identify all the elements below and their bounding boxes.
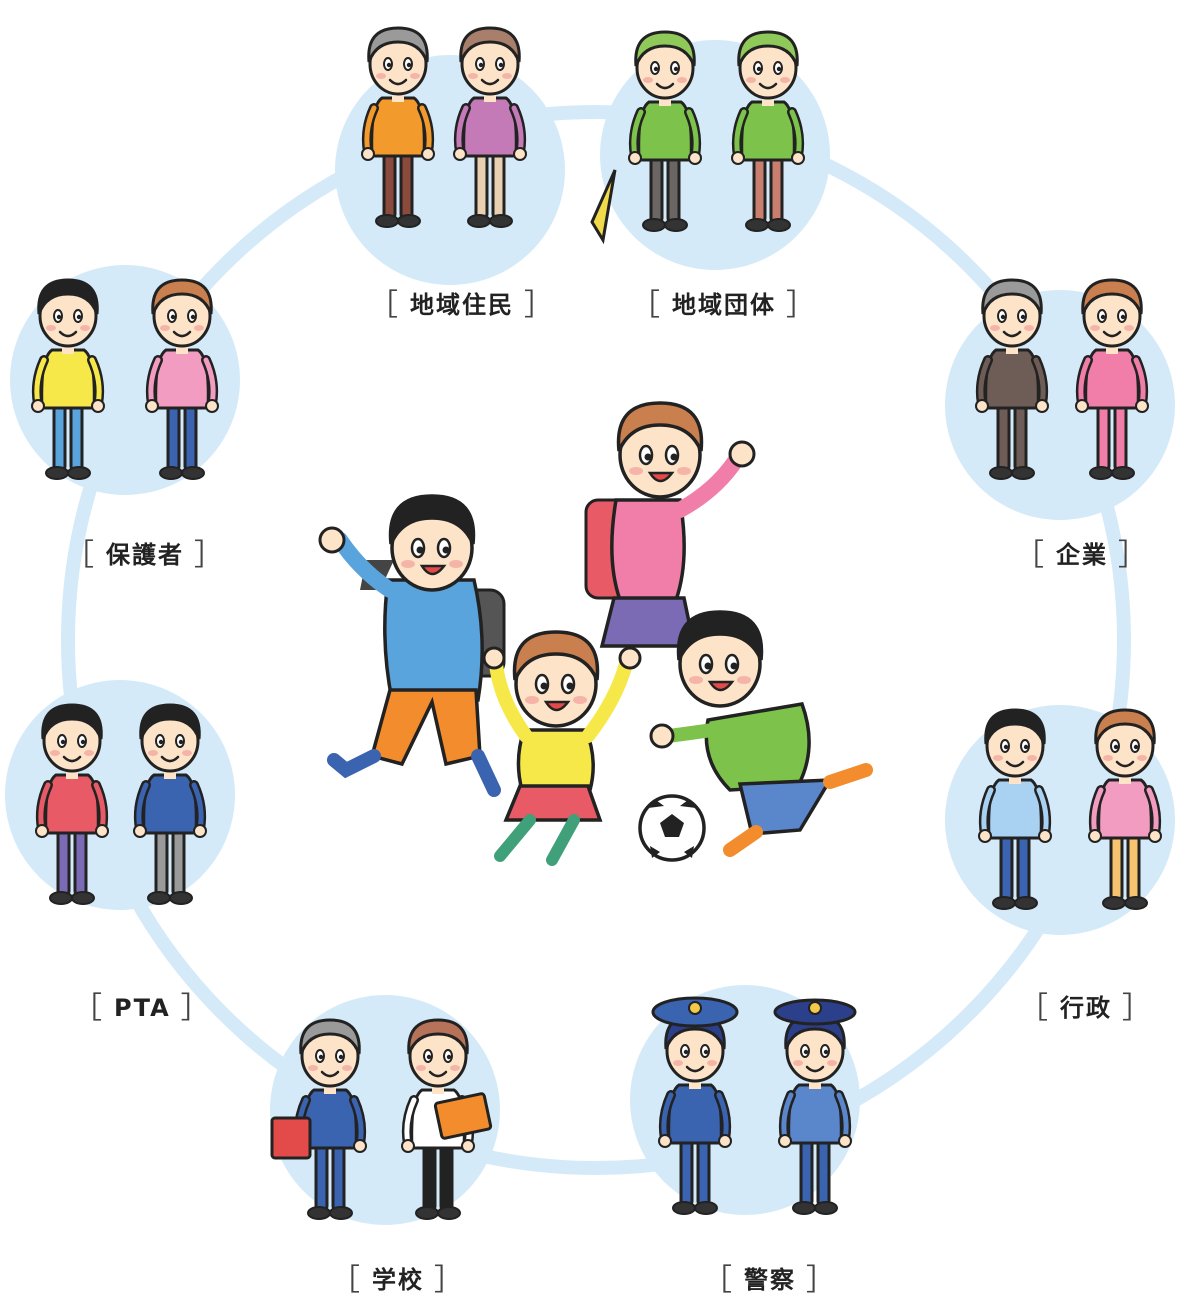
label-pta: ［PTA］: [72, 991, 213, 1026]
label-residents: ［地域住民］: [368, 288, 556, 323]
girl-yellow-shirt-icon: [482, 630, 642, 866]
label-company: ［企業］: [1014, 538, 1150, 573]
flag-icon: [590, 169, 617, 245]
notebook-icon: [433, 1092, 493, 1140]
children-group: [318, 401, 873, 866]
bubble-residents: [335, 55, 565, 285]
police-officers-icon: [651, 996, 857, 1214]
label-community: ［地域団体］: [630, 288, 818, 323]
connection-ring: [61, 105, 1131, 1175]
boy-with-backpack-icon: [318, 494, 506, 797]
label-police: ［警察］: [702, 1263, 838, 1298]
label-guardians: ［保護者］: [64, 538, 226, 573]
label-school: ［学校］: [330, 1263, 466, 1298]
soccer-ball-icon: [638, 794, 706, 862]
community-volunteers-icon: [590, 32, 804, 245]
teachers-icon: [270, 1020, 493, 1219]
group-bubbles: [5, 40, 1175, 1225]
label-government: ［行政］: [1018, 991, 1154, 1026]
boy-running-icon: [649, 610, 873, 857]
girl-with-backpack-icon: [584, 401, 756, 648]
folder-icon: [270, 1116, 312, 1160]
